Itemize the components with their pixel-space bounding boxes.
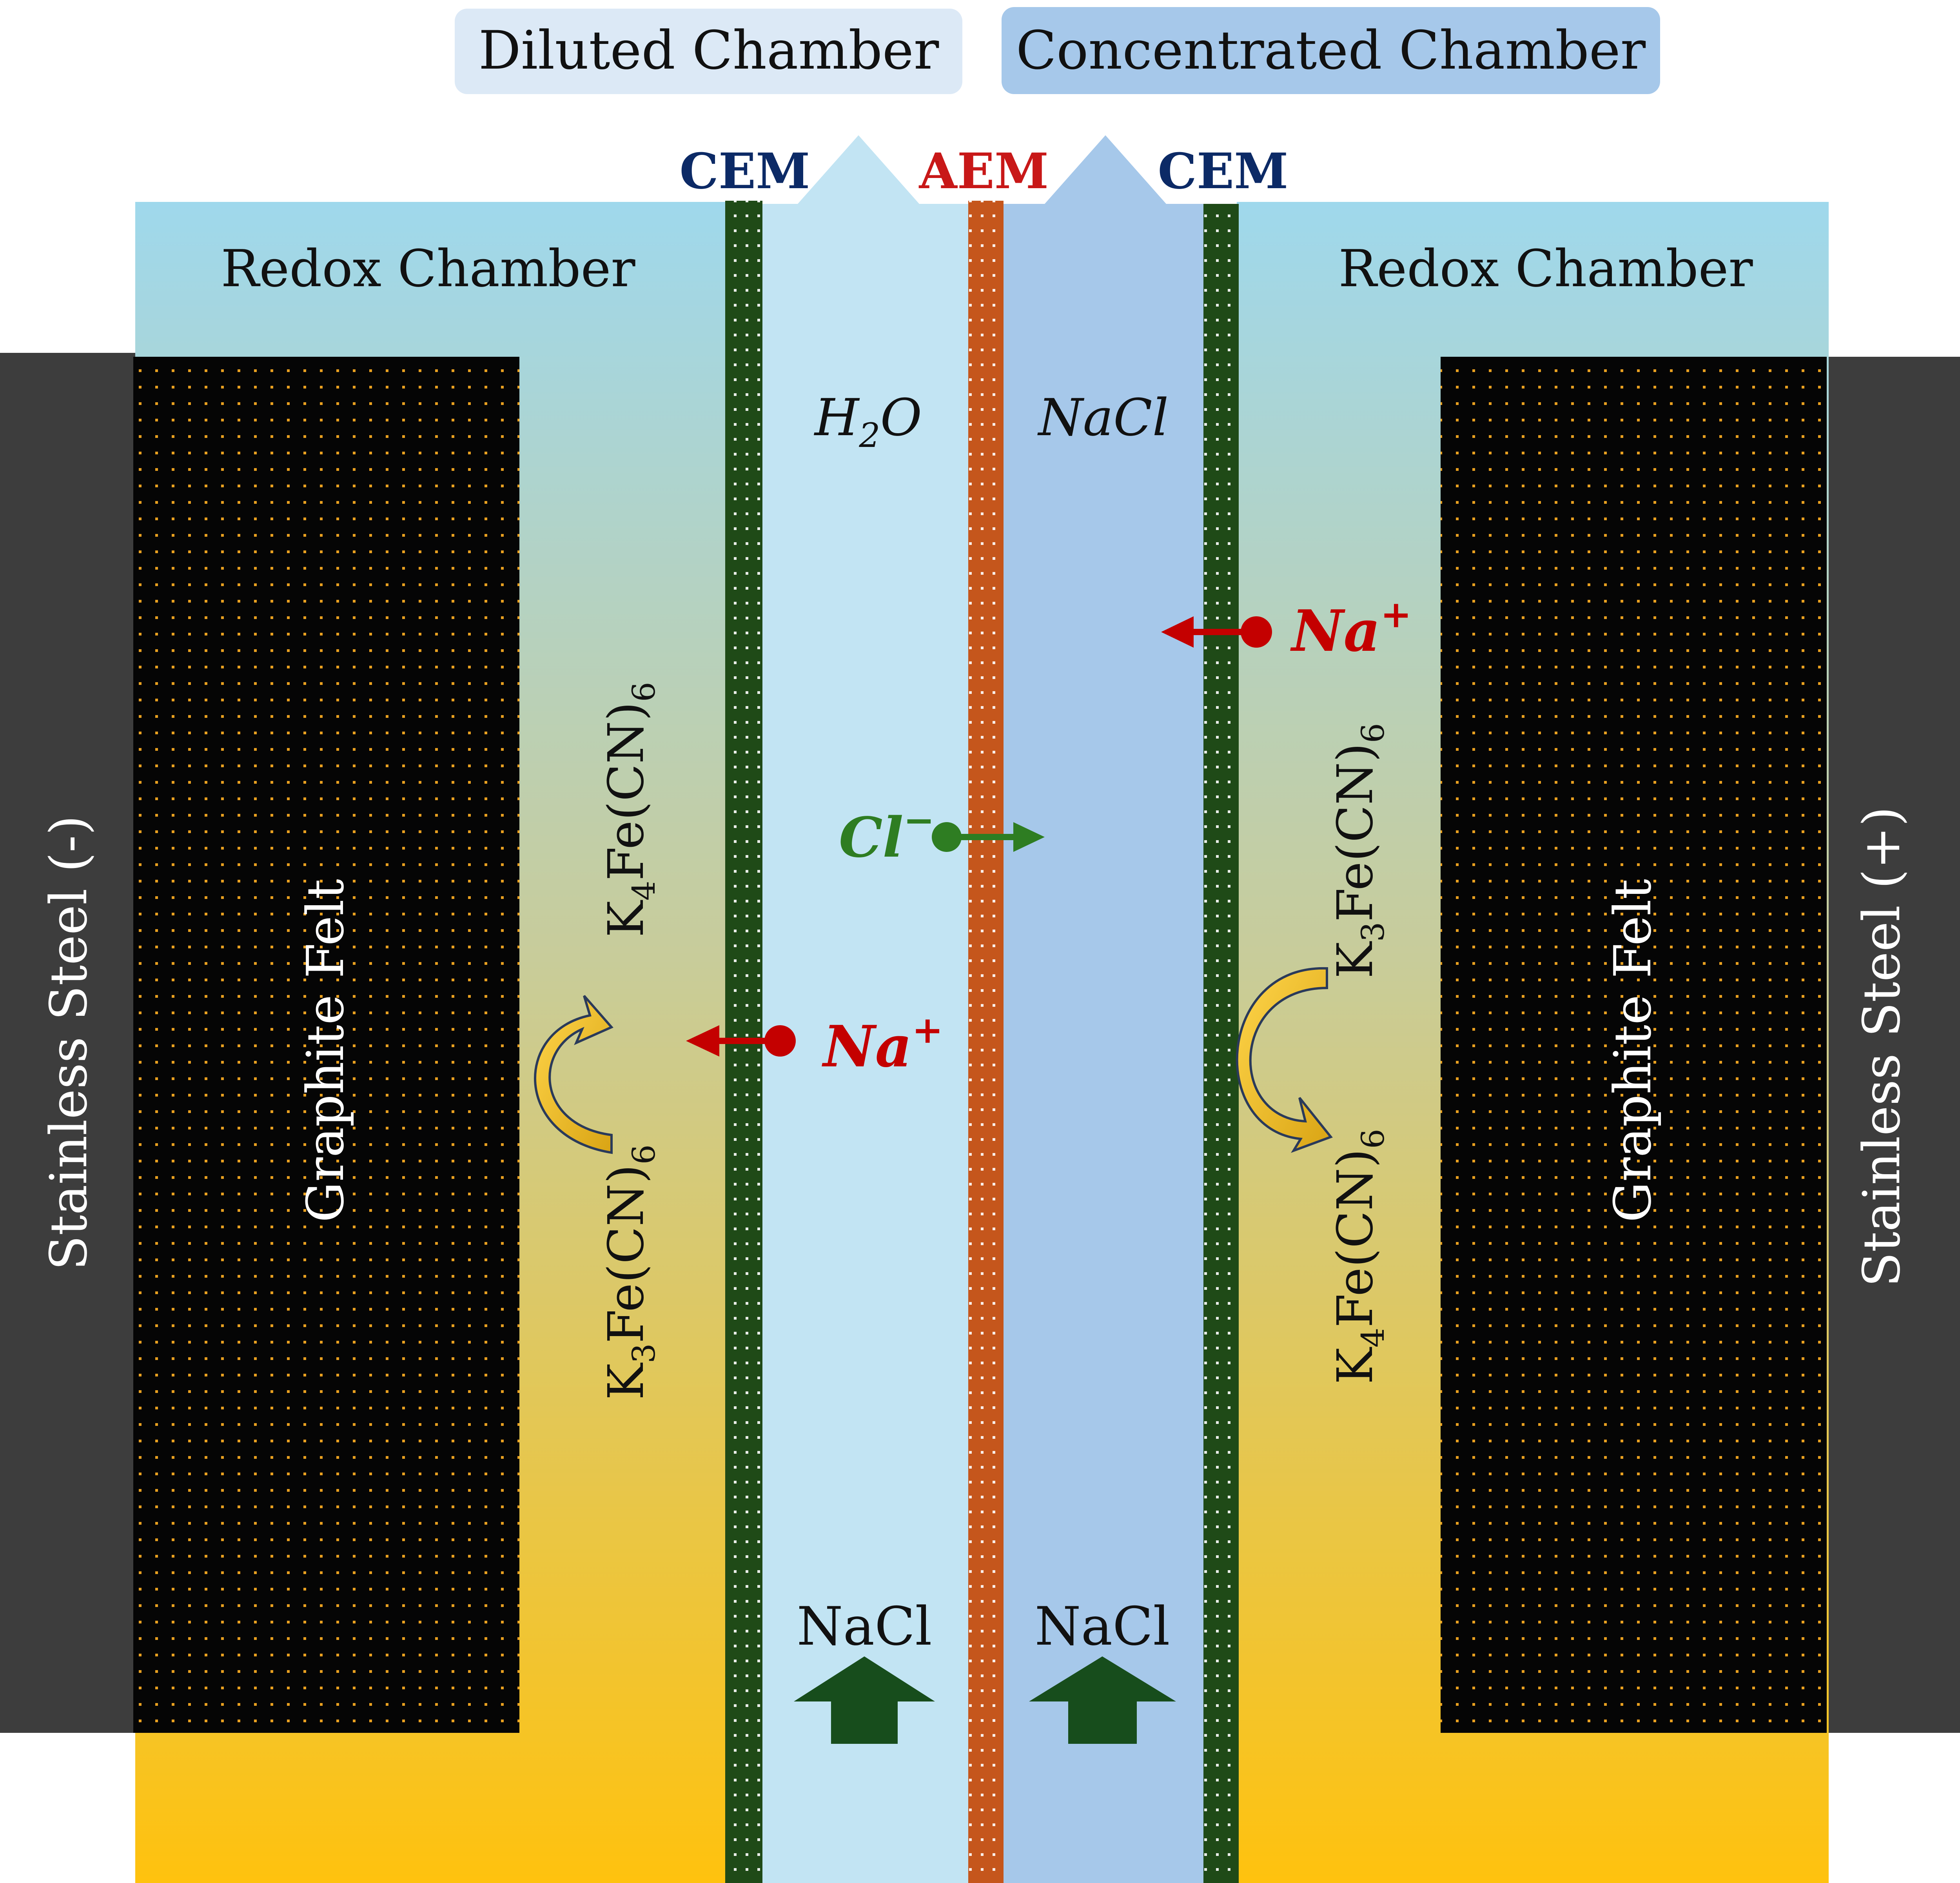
redox-chamber-left-label: Redox Chamber (221, 239, 635, 298)
right-redox-top-formula: K3Fe(CN)6 (1327, 723, 1391, 979)
right-graphite-felt-label: Graphite Felt (1603, 879, 1662, 1222)
cl-label: Cl− (839, 799, 935, 870)
na-right-label: Na+ (1290, 593, 1412, 665)
left-redox-top-formula: K4Fe(CN)6 (598, 682, 662, 937)
right-steel-label: Stainless Steel (+) (1852, 806, 1911, 1287)
aem-pattern (968, 201, 1004, 1883)
diluted-chamber-label: Diluted Chamber (479, 20, 939, 81)
feed-arrow-left (794, 1656, 935, 1744)
water-label: H2O (814, 388, 922, 455)
left-steel-plate (0, 353, 135, 1733)
right-graphite-felt (1441, 357, 1827, 1733)
na-right-arrowhead (1161, 616, 1194, 648)
nacl-concentrated-label: NaCl (1037, 388, 1169, 447)
concentrated-chamber-label: Concentrated Chamber (1016, 20, 1646, 81)
diluted-chamber-box (455, 9, 962, 94)
na-left-arrowhead (686, 1025, 719, 1057)
feed-nacl-left-label: NaCl (797, 1596, 932, 1657)
left-graphite-felt (133, 357, 519, 1733)
left-steel-label: Stainless Steel (-) (39, 815, 98, 1271)
right-redox-bottom-formula: K4Fe(CN)6 (1327, 1129, 1391, 1384)
left-redox-bottom-formula: K3Fe(CN)6 (598, 1144, 662, 1400)
left-curved-redox-arrow (534, 995, 613, 1154)
concentrated-channel (1004, 135, 1203, 1883)
cem-right-pattern (1203, 204, 1239, 1883)
feed-arrow-right (1029, 1656, 1176, 1744)
na-left-ion-dot (764, 1025, 796, 1057)
concentrated-chamber-box (1002, 7, 1660, 94)
cl-arrowhead (1013, 822, 1045, 852)
na-left-label: Na+ (822, 1008, 943, 1080)
redox-chamber-right-label: Redox Chamber (1338, 239, 1753, 298)
cl-ion-dot (932, 822, 962, 852)
cem-right-label: CEM (1158, 143, 1288, 200)
feed-nacl-right-label: NaCl (1034, 1596, 1170, 1657)
right-curved-redox-arrow (1236, 967, 1333, 1153)
na-right-ion-dot (1241, 616, 1272, 648)
left-graphite-felt-label: Graphite Felt (296, 879, 355, 1222)
aem-label: AEM (919, 143, 1049, 200)
cem-left-label: CEM (679, 143, 810, 200)
diluted-channel (762, 135, 968, 1883)
right-steel-plate (1825, 357, 1960, 1733)
